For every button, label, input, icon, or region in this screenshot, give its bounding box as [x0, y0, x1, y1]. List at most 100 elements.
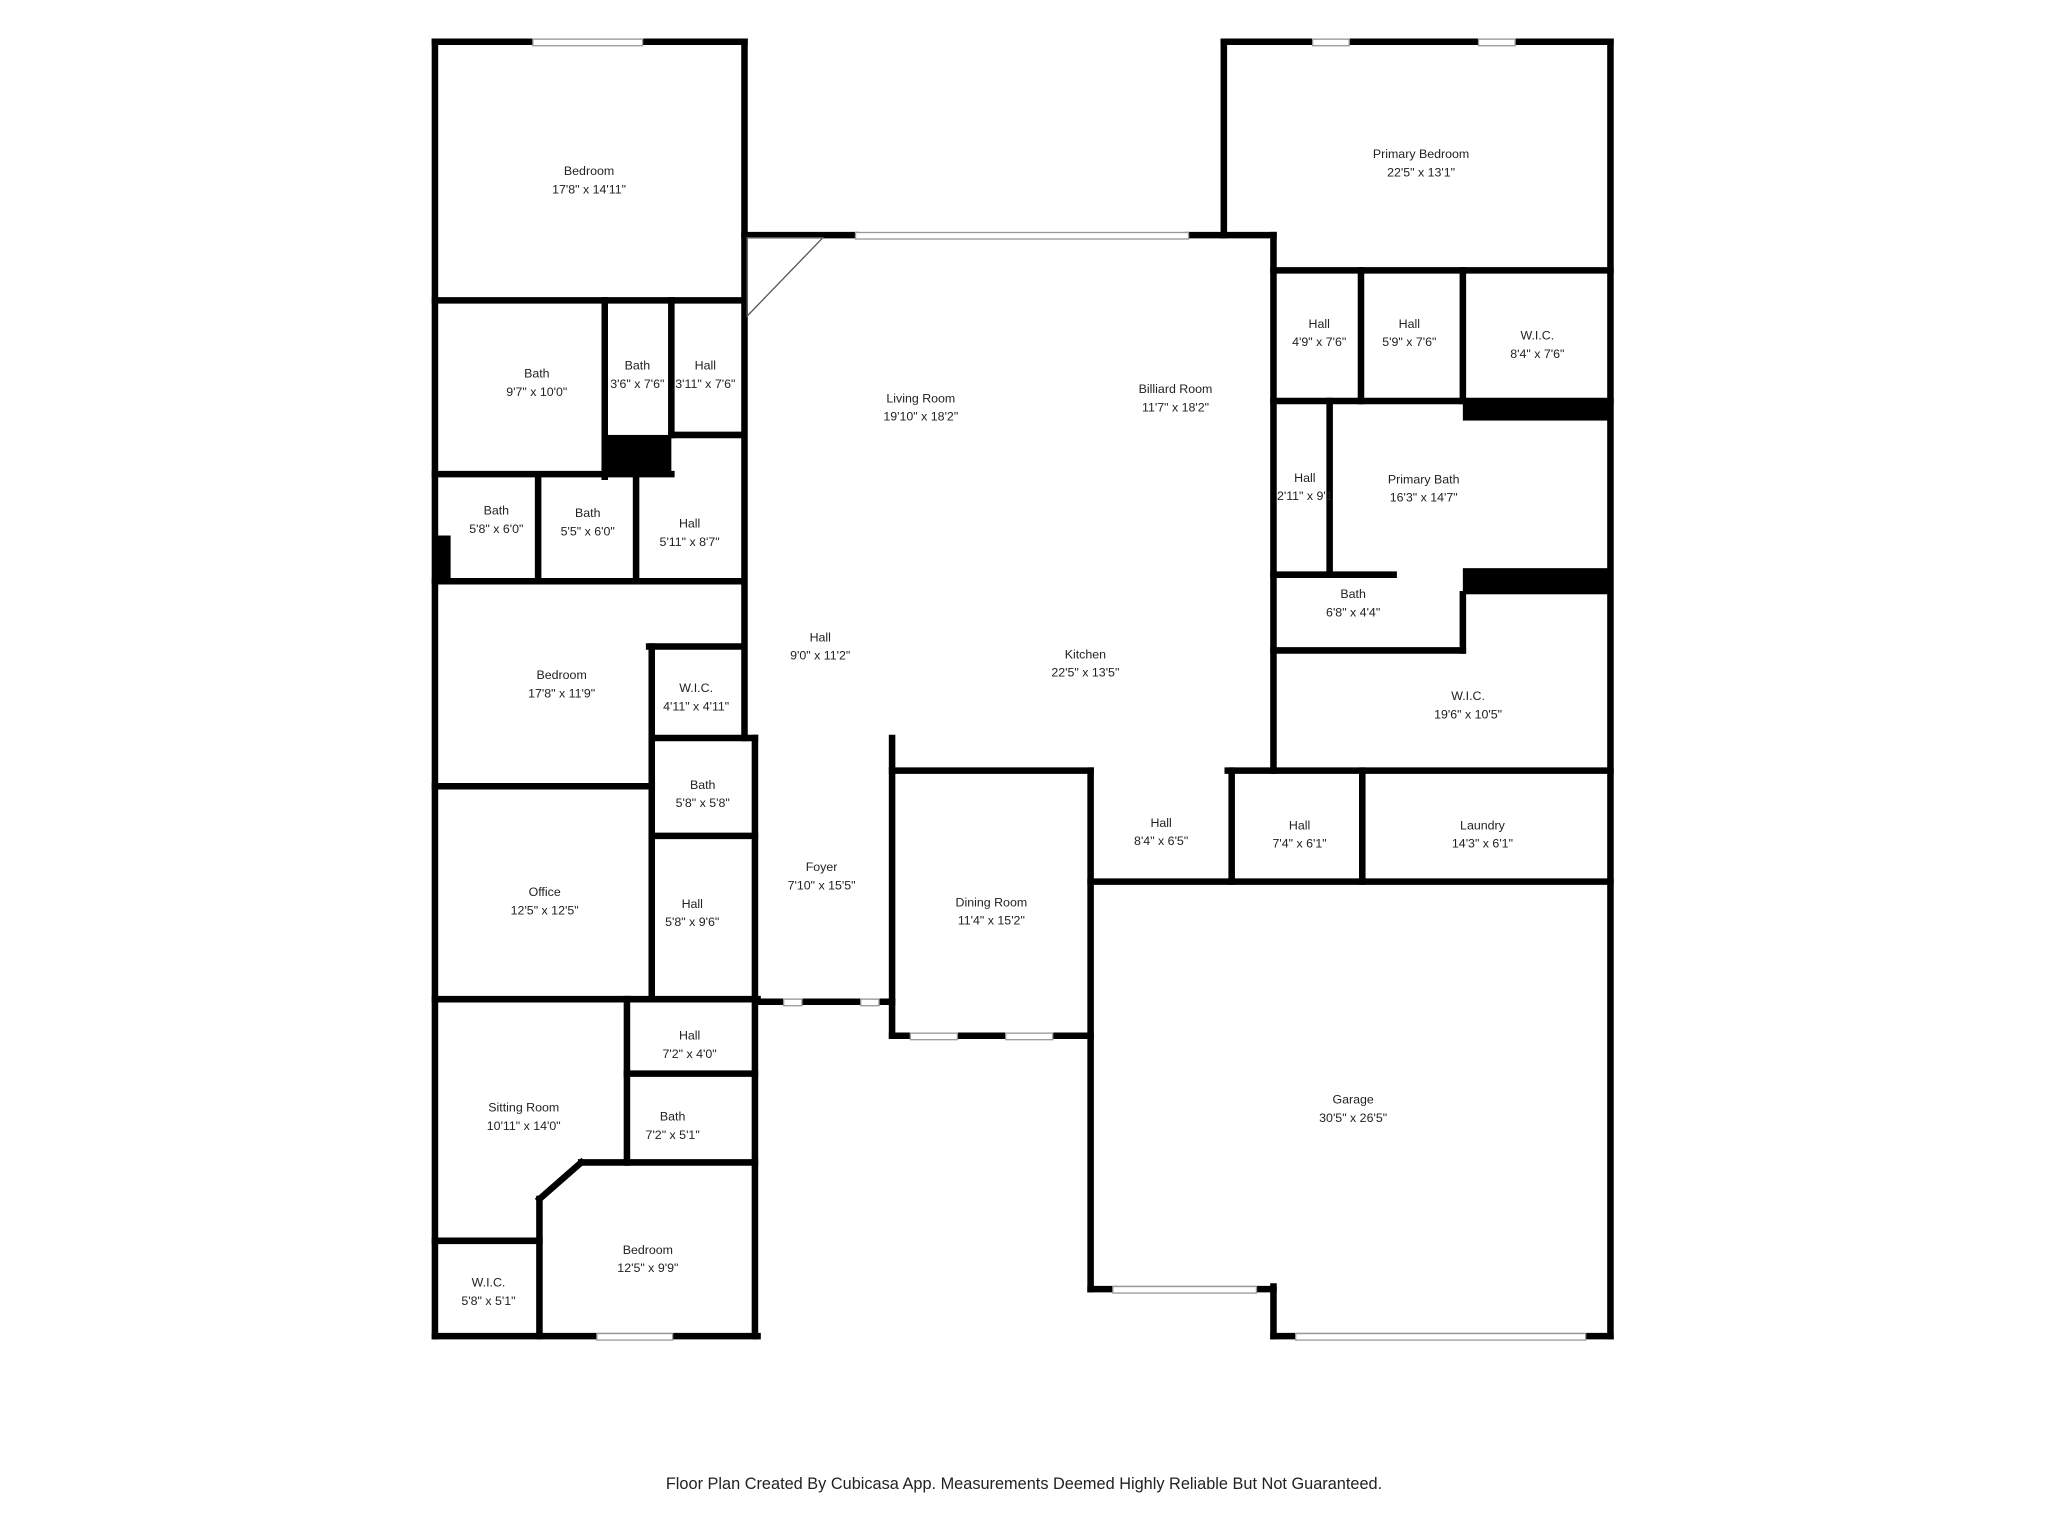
room-name: Primary Bedroom: [1373, 147, 1469, 161]
room-name: Kitchen: [1065, 647, 1106, 661]
room-dimensions: 7'2" x 5'1": [646, 1128, 700, 1142]
window: [854, 231, 1190, 240]
room-name: Hall: [1294, 471, 1315, 485]
room-dimensions: 8'4" x 7'6": [1510, 347, 1564, 361]
room-name: Hall: [1150, 816, 1171, 830]
room-name: Hall: [1289, 818, 1310, 832]
room-living-room: Living Room 19'10" x 18'2": [883, 391, 958, 423]
room-name: Dining Room: [956, 895, 1028, 909]
room-dimensions: 11'7" x 18'2": [1142, 400, 1209, 414]
room-dimensions: 5'8" x 5'8": [676, 796, 730, 810]
room-name: Hall: [810, 630, 831, 644]
room-bedroom: Bedroom 17'8" x 11'9": [528, 668, 595, 700]
room-name: W.I.C.: [472, 1276, 506, 1290]
window: [1112, 1285, 1258, 1294]
room-dimensions: 9'0" x 11'2": [790, 649, 850, 663]
room-dimensions: 4'9" x 7'6": [1292, 335, 1346, 349]
window: [596, 1332, 674, 1341]
room-w-i-c: W.I.C. 5'8" x 5'1": [461, 1276, 515, 1308]
room-name: Bath: [625, 359, 651, 373]
window: [1477, 38, 1516, 47]
solid-wall-block: [1462, 400, 1611, 421]
window: [783, 998, 803, 1007]
window: [1005, 1032, 1054, 1041]
room-dimensions: 30'5" x 26'5": [1319, 1111, 1387, 1125]
room-hall: Hall 2'11" x 9'1: [1277, 471, 1333, 503]
room-dimensions: 5'8" x 6'0": [469, 522, 523, 536]
room-name: Hall: [695, 359, 716, 373]
room-dimensions: 11'4" x 15'2": [958, 914, 1025, 928]
room-dimensions: 14'3" x 6'1": [1452, 837, 1513, 851]
room-dimensions: 17'8" x 14'11": [552, 182, 626, 196]
room-dimensions: 5'8" x 5'1": [461, 1294, 515, 1308]
room-bedroom: Bedroom 12'5" x 9'9": [617, 1243, 678, 1275]
footer-disclaimer: Floor Plan Created By Cubicasa App. Meas…: [666, 1475, 1382, 1493]
room-dimensions: 22'5" x 13'5": [1051, 666, 1119, 680]
room-name: Foyer: [806, 860, 838, 874]
walls: [431, 38, 1614, 1341]
solid-wall-block: [604, 434, 672, 477]
room-bath: Bath 5'8" x 6'0": [469, 504, 523, 536]
window: [532, 38, 644, 47]
room-dimensions: 7'10" x 15'5": [788, 878, 856, 892]
room-dimensions: 5'5" x 6'0": [561, 525, 615, 539]
room-name: Bath: [575, 506, 601, 520]
room-name: Primary Bath: [1388, 472, 1460, 486]
room-dimensions: 17'8" x 11'9": [528, 686, 595, 700]
room-dimensions: 22'5" x 13'1": [1387, 165, 1455, 179]
room-name: Garage: [1332, 1093, 1373, 1107]
room-name: Bath: [484, 504, 510, 518]
room-garage: Garage 30'5" x 26'5": [1319, 1093, 1387, 1125]
room-dimensions: 19'10" x 18'2": [883, 410, 958, 424]
room-dimensions: 12'5" x 9'9": [617, 1261, 678, 1275]
room-dimensions: 8'4" x 6'5": [1134, 834, 1188, 848]
solid-wall-block: [434, 535, 451, 582]
room-dimensions: 3'11" x 7'6": [675, 377, 735, 391]
room-bath: Bath 5'5" x 6'0": [561, 506, 615, 538]
room-name: W.I.C.: [679, 681, 713, 695]
room-hall: Hall 9'0" x 11'2": [790, 630, 850, 662]
room-name: Living Room: [886, 391, 955, 405]
room-dimensions: 2'11" x 9'1: [1277, 489, 1333, 503]
room-name: Bedroom: [536, 668, 586, 682]
room-name: Hall: [679, 1029, 700, 1043]
room-dimensions: 19'6" x 10'5": [1434, 707, 1502, 721]
room-dimensions: 5'9" x 7'6": [1382, 335, 1436, 349]
window: [1295, 1332, 1587, 1341]
room-name: Bath: [690, 778, 716, 792]
room-hall: Hall 3'11" x 7'6": [675, 359, 735, 391]
room-foyer: Foyer 7'10" x 15'5": [788, 860, 856, 892]
solid-wall-block: [1462, 568, 1611, 595]
window: [860, 998, 880, 1007]
room-name: Office: [529, 885, 561, 899]
room-name: Hall: [679, 517, 700, 531]
wall: [534, 1157, 586, 1204]
room-dimensions: 12'5" x 12'5": [511, 903, 579, 917]
room-dimensions: 9'7" x 10'0": [506, 385, 567, 399]
room-w-i-c: W.I.C. 8'4" x 7'6": [1510, 329, 1564, 361]
room-primary-bedroom: Primary Bedroom 22'5" x 13'1": [1373, 147, 1469, 179]
room-bath: Bath 5'8" x 5'8": [676, 778, 730, 810]
room-dimensions: 5'11" x 8'7": [660, 535, 720, 549]
window: [1311, 38, 1350, 47]
room-w-i-c: W.I.C.4'11" x 4'11": [663, 681, 729, 713]
room-kitchen: Kitchen 22'5" x 13'5": [1051, 647, 1119, 679]
room-hall: Hall 5'11" x 8'7": [660, 517, 720, 549]
room-name: Bedroom: [623, 1243, 673, 1257]
room-name: W.I.C.: [1520, 329, 1554, 343]
room-dimensions: 6'8" x 4'4": [1326, 605, 1380, 619]
room-dimensions: 5'8" x 9'6": [665, 915, 719, 929]
